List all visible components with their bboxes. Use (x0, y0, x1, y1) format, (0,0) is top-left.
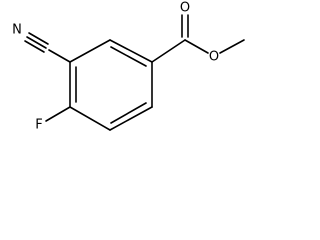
ester-oxygen-label: O (209, 50, 219, 65)
cyano-triple-bond (24, 40, 45, 53)
nitrogen-atom-label: N (12, 23, 22, 38)
cyano-triple-bond (26, 36, 47, 49)
fluoro-bond (45, 106, 71, 122)
ring-double-bond (110, 46, 147, 67)
ring-bond (109, 39, 153, 63)
cyano-single-bond (48, 49, 71, 63)
ring-bond (109, 106, 153, 131)
ester-bond (151, 39, 186, 63)
ring-bond (69, 39, 111, 63)
cyano-triple-bond (28, 32, 49, 45)
ring-double-bond (110, 102, 147, 124)
atom-label-layer: N F O O (12, 1, 219, 133)
methyl-bond (219, 39, 245, 54)
ester-bond (184, 39, 209, 54)
fluorine-atom-label: F (35, 118, 42, 133)
bond-layer (24, 14, 245, 131)
ring-bond (69, 106, 111, 131)
chemical-structure-diagram: N F O O (12, 1, 245, 133)
carbonyl-oxygen-label: O (180, 1, 190, 16)
